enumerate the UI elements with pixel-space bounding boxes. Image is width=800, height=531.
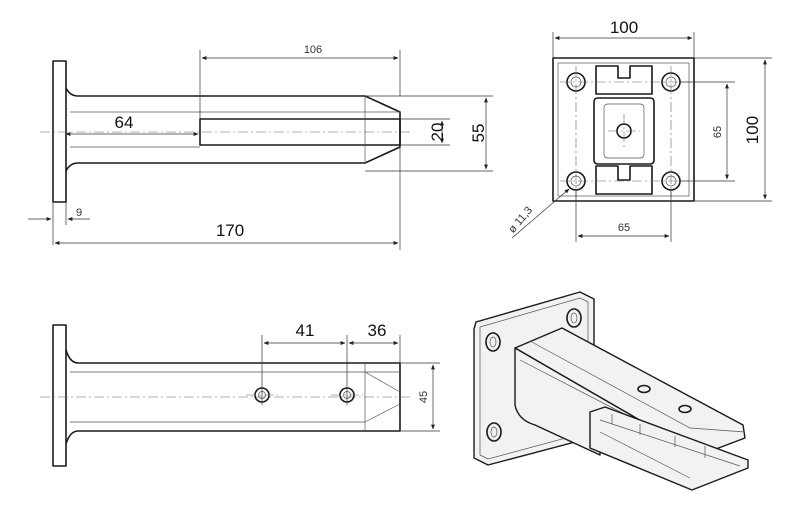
side-view-bottom: 41 36 45 bbox=[40, 321, 440, 467]
dim-100-width-label: 100 bbox=[610, 18, 638, 37]
slot-cutout bbox=[199, 118, 401, 146]
dim-106-label: 106 bbox=[304, 44, 322, 56]
dim-64-label: 64 bbox=[115, 113, 134, 132]
dim-45-label: 45 bbox=[418, 391, 430, 403]
mounting-holes bbox=[566, 72, 681, 191]
dim-65-horizontal-label: 65 bbox=[618, 222, 630, 234]
side-view-top: 106 64 20 55 9 170 bbox=[28, 44, 493, 250]
dim-100-height-label: 100 bbox=[743, 116, 762, 144]
bottom-pocket bbox=[595, 165, 653, 195]
iso-arm-hole-1 bbox=[637, 384, 651, 394]
iso-arm-hole-2 bbox=[678, 404, 692, 414]
dim-170-label: 170 bbox=[216, 221, 244, 240]
center-boss bbox=[593, 97, 655, 165]
dim-41-label: 41 bbox=[296, 321, 315, 340]
mounting-plate-edge bbox=[52, 60, 67, 203]
plate-outline bbox=[552, 57, 695, 202]
dim-20-label: 20 bbox=[428, 123, 447, 142]
dim-65-vertical-label: 65 bbox=[712, 126, 724, 138]
top-pocket bbox=[595, 65, 653, 95]
plate-front-view: 100 100 65 65 ø 11,3 bbox=[506, 18, 772, 242]
dim-9-label: 9 bbox=[76, 207, 82, 219]
mounting-plate-edge-bottom bbox=[52, 324, 67, 467]
iso-holes bbox=[485, 308, 582, 442]
isometric-view bbox=[473, 291, 749, 491]
dim-36-label: 36 bbox=[368, 321, 387, 340]
iso-slot-insert bbox=[589, 406, 749, 491]
dim-55-label: 55 bbox=[469, 124, 488, 143]
